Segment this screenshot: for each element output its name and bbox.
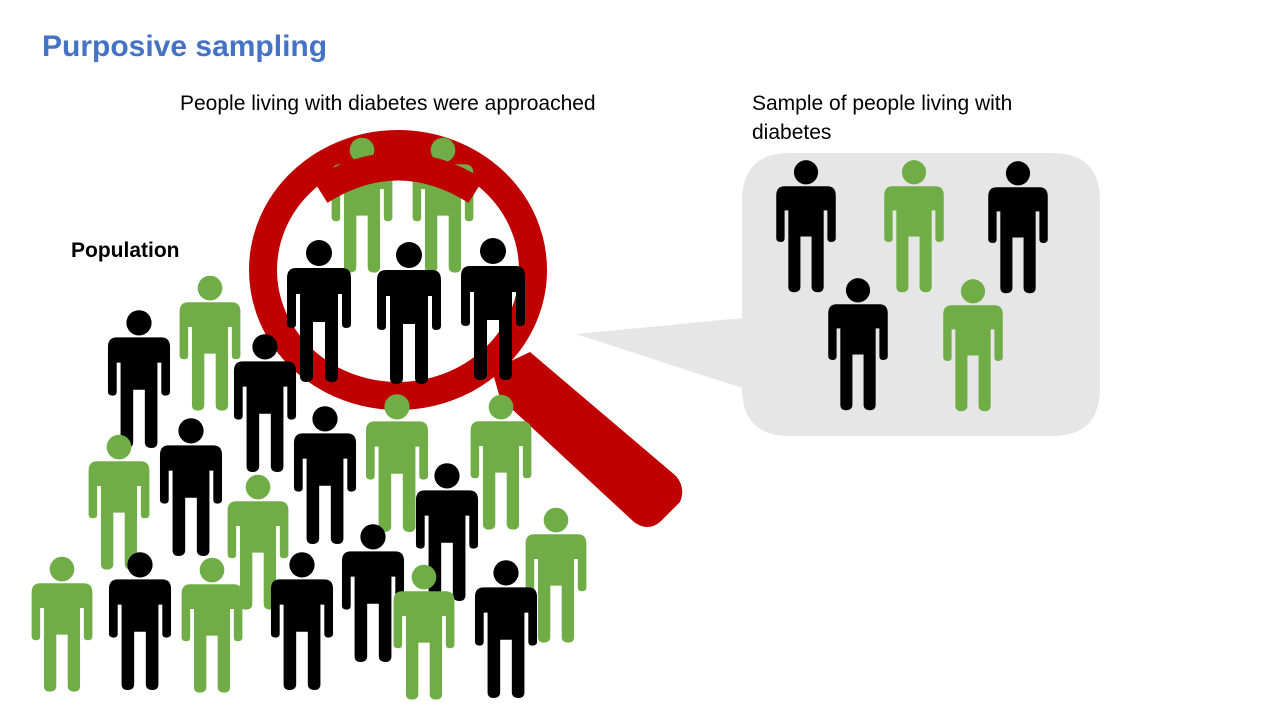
slide-title: Purposive sampling <box>42 30 328 63</box>
lens-ring-front <box>312 152 484 203</box>
sample-callout-bubble <box>576 153 1100 436</box>
population-label: Population <box>71 239 180 262</box>
person-icon <box>108 552 172 690</box>
person-icon <box>107 310 171 448</box>
person-icon <box>159 418 223 556</box>
approached-caption: People living with diabetes were approac… <box>180 92 596 115</box>
person-icon <box>88 434 150 570</box>
person-icon <box>270 552 334 690</box>
sample-caption: Sample of people living with diabetes <box>752 92 1013 144</box>
person-icon <box>293 406 357 544</box>
person-icon <box>181 557 243 693</box>
person-icon <box>179 275 241 411</box>
person-icon <box>31 556 93 692</box>
